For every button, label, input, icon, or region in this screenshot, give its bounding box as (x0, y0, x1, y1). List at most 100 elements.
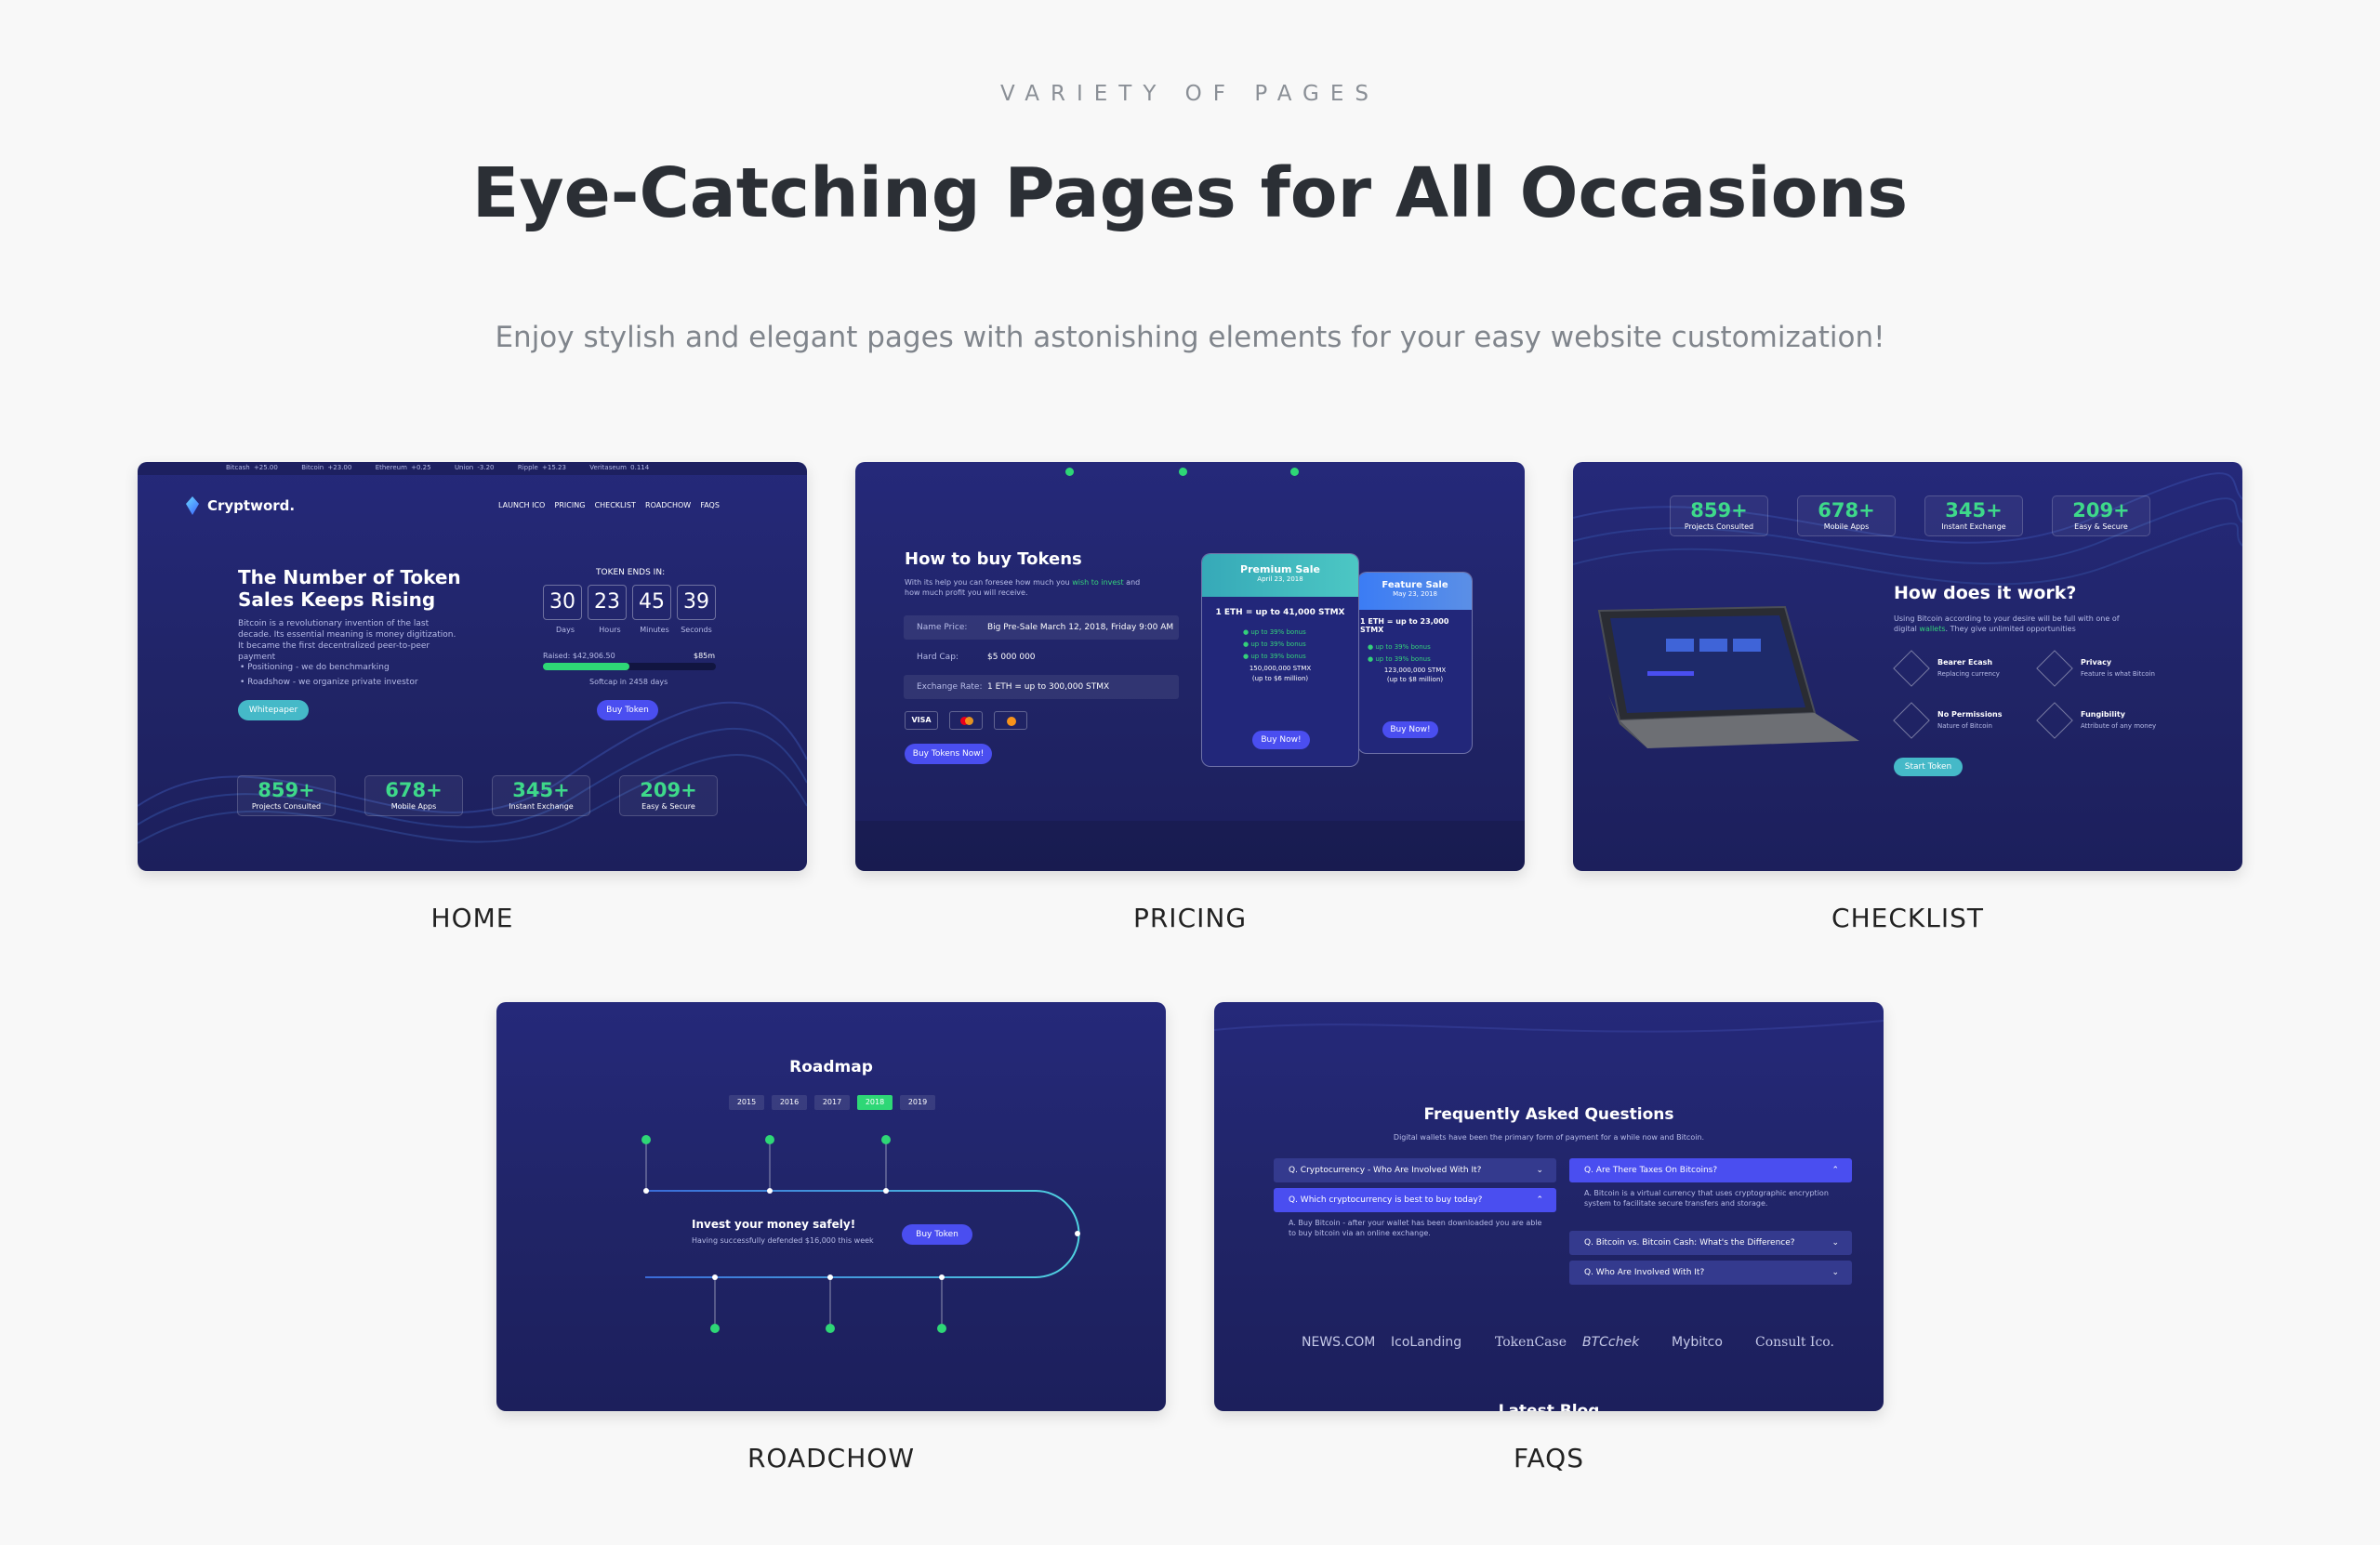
nav-launch-ico[interactable]: LAUNCH ICO (498, 501, 546, 509)
faq-answer: A. Buy Bitcoin - after your wallet has b… (1289, 1219, 1542, 1237)
buy-tokens-now-button[interactable]: Buy Tokens Now! (905, 744, 992, 764)
nav-roadchow[interactable]: ROADCHOW (645, 501, 692, 509)
logo-btcchek: BTCchek (1582, 1335, 1640, 1350)
raised-label: Raised: $42,906.50 (543, 652, 615, 660)
logo-icolanding: IcoLanding (1391, 1335, 1462, 1350)
ticker: Bitcash +25.00 Bitcoin +23.00 Ethereum +… (226, 464, 650, 471)
timeline-dot (1290, 468, 1299, 476)
privacy-icon (2036, 650, 2073, 687)
home-caption[interactable]: HOME (430, 903, 514, 933)
roadmap-timeline (641, 1135, 1080, 1333)
buy-token-button[interactable]: Buy Token (902, 1224, 972, 1245)
roadmap-caption[interactable]: ROADCHOW (747, 1443, 916, 1473)
premium-sale-card[interactable]: Premium Sale April 23, 2018 1 ETH = up t… (1201, 553, 1359, 767)
checklist-preview-card[interactable]: 859+Projects Consulted 678+Mobile Apps 3… (1573, 462, 2242, 871)
premium-buy-now-button[interactable]: Buy Now! (1252, 731, 1310, 749)
buy-token-button[interactable]: Buy Token (597, 700, 658, 720)
info-row-exchange: Exchange Rate:1 ETH = up to 300,000 STMX (904, 675, 1179, 699)
logo-mybitco: Mybitco (1672, 1335, 1723, 1350)
nav-pricing[interactable]: PRICING (554, 501, 586, 509)
section-eyebrow: VARIETY OF PAGES (999, 82, 1381, 106)
raised-progress-track (543, 663, 716, 670)
faq-item-open[interactable]: Q. Are There Taxes On Bitcoins?⌃ (1569, 1158, 1852, 1182)
logo-icon (186, 496, 199, 515)
hero-bullets: • Positioning - we do benchmarking • Roa… (240, 663, 418, 687)
stat-mobile-apps: 678+Mobile Apps (364, 775, 463, 816)
fungibility-icon (2036, 702, 2073, 739)
faq-item[interactable]: Q. Cryptocurrency - Who Are Involved Wit… (1274, 1158, 1556, 1182)
bitcoin-icon (994, 711, 1027, 730)
home-preview-card[interactable]: Bitcash +25.00 Bitcoin +23.00 Ethereum +… (138, 462, 807, 871)
latest-blog-title: Latest Blog (1498, 1402, 1600, 1411)
footer-band (855, 821, 1525, 871)
top-nav: LAUNCH ICO PRICING CHECKLIST ROADCHOW FA… (498, 501, 720, 509)
stat-mobile-apps: 678+Mobile Apps (1797, 495, 1896, 536)
stat-secure: 209+Easy & Secure (2052, 495, 2150, 536)
faqs-caption[interactable]: FAQS (1513, 1443, 1584, 1473)
faq-answer: A. Bitcoin is a virtual currency that us… (1584, 1189, 1829, 1208)
info-row-hard-cap: Hard Cap:$5 000 000 (917, 653, 1036, 662)
faq-item-open[interactable]: Q. Which cryptocurrency is best to buy t… (1274, 1188, 1556, 1212)
year-tabs: 2015 2016 2017 2018 2019 (729, 1095, 935, 1112)
logo-tokencase: TokenCase (1495, 1335, 1567, 1350)
countdown-hours: 23 (588, 585, 627, 620)
nav-faqs[interactable]: FAQS (700, 501, 720, 509)
timeline-dot (1065, 468, 1074, 476)
softcap-label: Softcap in 2458 days (589, 678, 668, 686)
countdown-days: 30 (543, 585, 582, 620)
wave-decoration (1214, 1020, 1884, 1033)
ticker-bar (138, 462, 807, 475)
roadmap-preview-card[interactable]: Roadmap 2015 2016 2017 2018 2019 Invest … (496, 1002, 1166, 1411)
countdown-seconds: 39 (677, 585, 716, 620)
chevron-down-icon: ⌄ (1536, 1166, 1543, 1175)
raised-goal: $85m (694, 652, 716, 660)
checklist-title: How does it work? (1894, 583, 2077, 603)
faq-item[interactable]: Q. Who Are Involved With It?⌄ (1569, 1261, 1852, 1285)
year-tab-2018[interactable]: 2018 (857, 1095, 892, 1110)
pricing-preview-card[interactable]: How to buy Tokens With its help you can … (855, 462, 1525, 871)
faq-text: Digital wallets have been the primary fo… (1393, 1133, 1705, 1142)
section-subtitle: Enjoy stylish and elegant pages with ast… (495, 321, 1885, 354)
tablet-image (1597, 605, 1859, 748)
stat-exchange: 345+Instant Exchange (492, 775, 590, 816)
visa-icon: VISA (905, 711, 938, 730)
mastercard-icon (949, 711, 983, 730)
year-tab-2016[interactable]: 2016 (772, 1095, 807, 1110)
stat-secure: 209+Easy & Secure (619, 775, 718, 816)
year-tab-2019[interactable]: 2019 (900, 1095, 935, 1110)
stat-projects: 859+Projects Consulted (1670, 495, 1768, 536)
no-permissions-icon (1893, 702, 1930, 739)
start-token-button[interactable]: Start Token (1894, 758, 1963, 776)
chevron-up-icon: ⌃ (1536, 1195, 1543, 1205)
year-tab-2015[interactable]: 2015 (729, 1095, 764, 1110)
chevron-down-icon: ⌄ (1831, 1238, 1839, 1248)
stat-projects: 859+Projects Consulted (237, 775, 336, 816)
logo[interactable]: Cryptword. (207, 497, 296, 514)
section-title: Eye-Catching Pages for All Occasions (471, 153, 1909, 233)
roadmap-title: Roadmap (789, 1058, 873, 1076)
timeline-dot (1179, 468, 1187, 476)
nav-checklist[interactable]: CHECKLIST (594, 501, 636, 509)
invest-text: Having successfully defended $16,000 thi… (692, 1236, 874, 1245)
feature-sale-card[interactable]: Feature Sale May 23, 2018 1 ETH = up to … (1357, 572, 1473, 754)
invest-title: Invest your money safely! (692, 1218, 856, 1231)
year-tab-2017[interactable]: 2017 (814, 1095, 850, 1110)
pricing-title: How to buy Tokens (905, 549, 1082, 569)
feature-buy-now-button[interactable]: Buy Now! (1382, 721, 1438, 738)
chevron-down-icon: ⌄ (1831, 1268, 1839, 1277)
bearer-ecash-icon (1893, 650, 1930, 687)
checklist-caption[interactable]: CHECKLIST (1831, 903, 1984, 933)
faq-item[interactable]: Q. Bitcoin vs. Bitcoin Cash: What's the … (1569, 1231, 1852, 1255)
pricing-caption[interactable]: PRICING (1132, 903, 1248, 933)
chevron-up-icon: ⌃ (1831, 1166, 1839, 1175)
logo-consult-ico: Consult Ico. (1755, 1335, 1834, 1350)
whitepaper-button[interactable]: Whitepaper (238, 700, 309, 720)
faqs-preview-card[interactable]: Frequently Asked Questions Digital walle… (1214, 1002, 1884, 1411)
countdown-minutes: 45 (632, 585, 671, 620)
